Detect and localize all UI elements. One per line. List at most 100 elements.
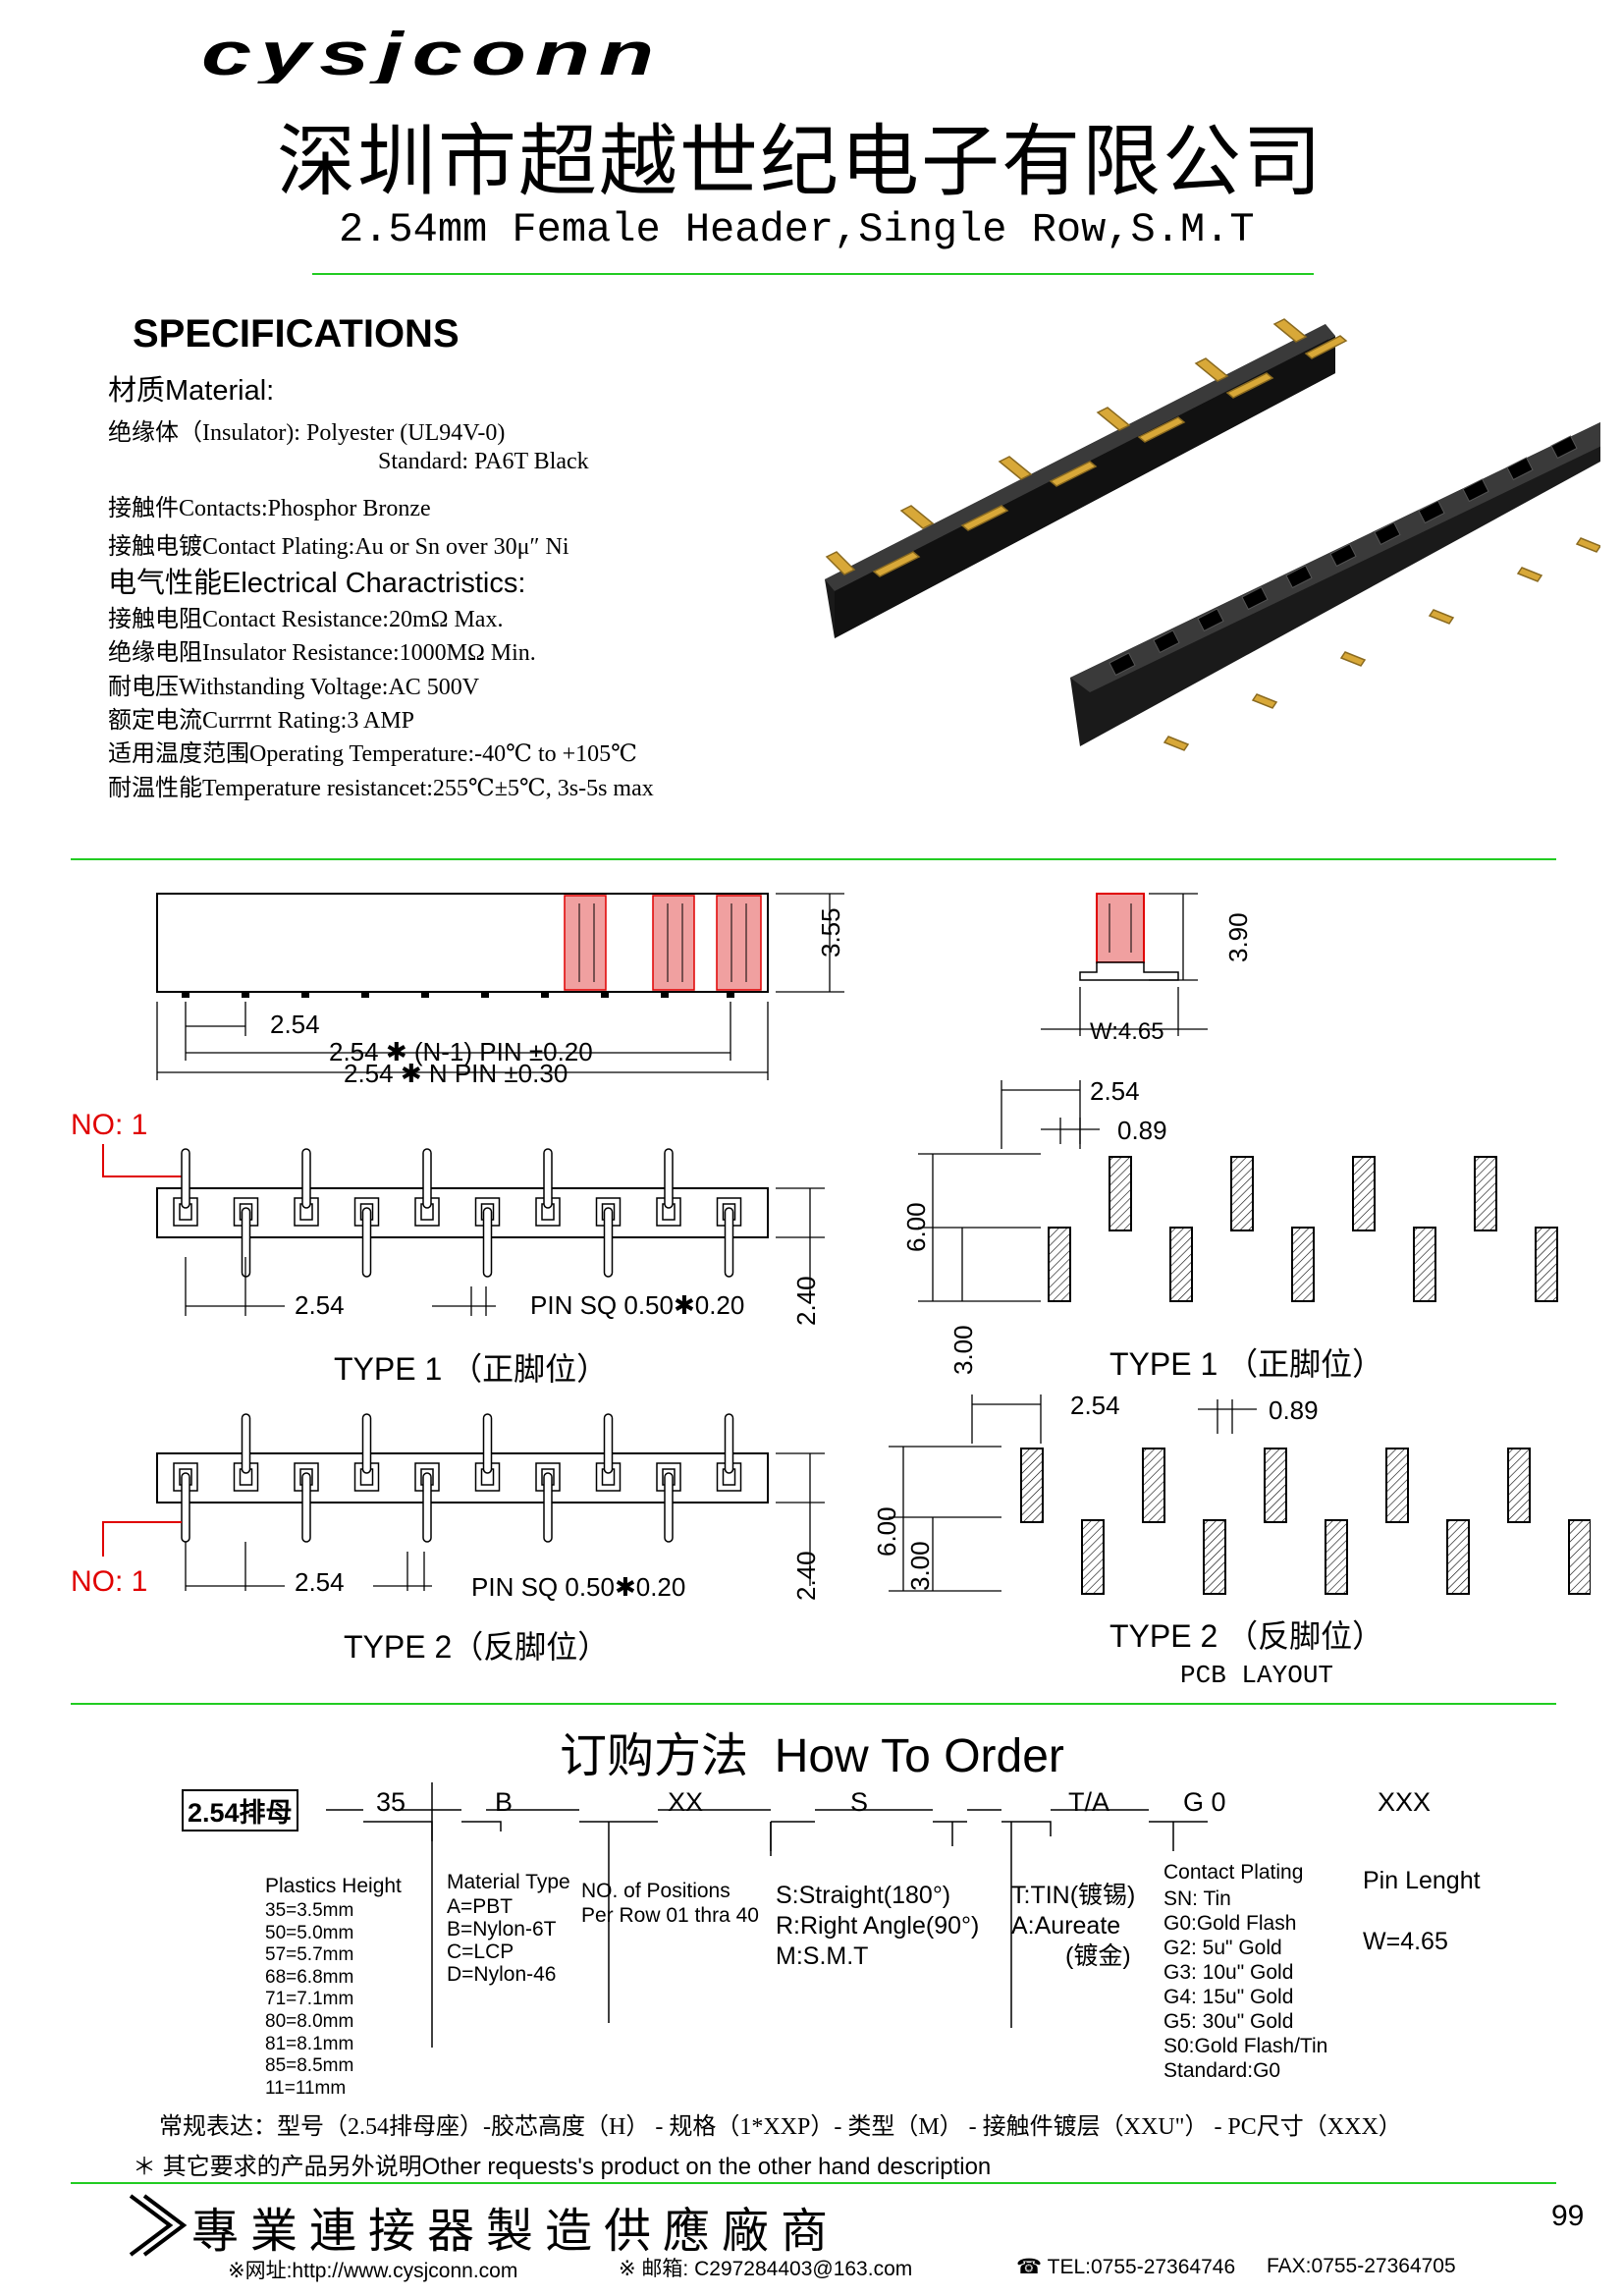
specs-divider [71,858,1556,860]
plating-option: S0:Gold Flash/Tin [1163,2035,1328,2057]
pcb-pad [1169,1227,1193,1302]
code-pcb: XXX [1378,1787,1432,1817]
pcb-pad [1507,1448,1531,1523]
positions-title: NO. of Positions [581,1880,730,1902]
plating-option: G3: 10u" Gold [1163,1961,1294,1984]
code-material: B [495,1787,514,1817]
plating-option: G5: 30u" Gold [1163,2010,1294,2033]
pcb-pad [1142,1448,1165,1523]
pin-length-label: Pin Lenght [1363,1867,1481,1894]
current-rating: 额定电流Currrnt Rating:3 AMP [108,708,415,734]
pin [724,1207,734,1278]
pcb-pad [1385,1448,1409,1523]
other-requests: ＊ 其它要求的产品另外说明Other requests's product on… [133,2154,992,2180]
email[interactable]: ※ 邮箱: C297284403@163.com [619,2258,913,2280]
pin [422,1148,432,1209]
pcb-pad [1325,1519,1348,1595]
dim-2-40-type1: 2.40 [791,1276,821,1326]
svg-text:cysjconn: cysjconn [201,29,663,83]
drawing-divider [71,1703,1556,1705]
operating-temperature: 适用温度范围Operating Temperature:-40℃ to +105… [108,741,638,767]
pin [603,1413,614,1474]
code-plating: G 0 [1183,1787,1226,1817]
type-list: S:Straight(180°) R:Right Angle(90°)M:S.M.… [776,1881,979,1972]
type2-pcb-label: TYPE 2 （反脚位） [1109,1618,1383,1654]
plastic-height-option: 57=5.7mm [265,1944,354,1966]
product-image [825,318,1600,751]
tel-number: TEL:0755-27364746 [1047,2256,1236,2278]
base-plating-option: T:TIN(镀锡) [1011,1882,1136,1909]
dim-2-54-type2: 2.54 [295,1567,345,1597]
telephone: ☎ TEL:0755-27364746 [1016,2255,1235,2279]
pin [361,1413,372,1474]
dim-0-89-pcb2: 0.89 [1269,1395,1319,1425]
dim-n-minus-1: 2.54 ✱ (N-1) PIN ±0.20 [329,1037,593,1066]
order-title-cn: 订购方法 [560,1730,749,1782]
temperature-resistance: 耐温性能Temperature resistancet:255℃±5℃, 3s-… [108,776,654,801]
type-option: M:S.M.T [776,1942,869,1970]
pin [241,1413,251,1474]
regular-expression: 常规表达：型号（2.54排母座）-胶芯高度（H） - 规格（1*XXP）- 类型… [159,2114,1402,2140]
pin [422,1472,432,1543]
order-code-box: 2.54排母 [182,1789,298,1831]
website[interactable]: ※网址:http://www.cysjconn.com [228,2260,518,2282]
contact-resistance: 接触电阻Contact Resistance:20mΩ Max. [108,607,504,632]
pin [482,1207,493,1278]
order-title: 订购方法 How To Order [560,1717,1064,1785]
pcb-pad [1568,1519,1591,1595]
dim-2-40-type2: 2.40 [791,1551,821,1601]
dim-2-54-pcb2: 2.54 [1070,1391,1120,1420]
base-plating-option: (镀金) [1065,1942,1131,1970]
footer-divider [71,2182,1556,2184]
dim-w: W:4.65 [1090,1018,1164,1045]
code-type: S [850,1787,869,1817]
pin-sq-type1: PIN SQ 0.50✱0.20 [530,1290,744,1320]
dim-2-54-pcb1: 2.54 [1090,1076,1140,1106]
base-plating-option: A:Aureate [1011,1912,1121,1940]
pin [181,1148,190,1209]
type-option: R:Right Angle(90°) [776,1912,980,1940]
plastic-height-option: 35=3.5mm [265,1900,354,1921]
plating-option: G4: 15u" Gold [1163,1986,1294,2008]
insulator-line: 绝缘体（Insulator): Polyester (UL94V-0) [108,420,506,446]
dim-3-55: 3.55 [816,907,845,957]
product-title: 2.54mm Female Header,Single Row,S.M.T [339,206,1255,253]
company-name: 深圳市超越世纪电子有限公司 [277,118,1324,205]
type1-label: TYPE 1 （正脚位） [334,1351,608,1387]
material-heading: 材质Material: [108,375,275,407]
pcb-pad [1264,1448,1287,1523]
material-option: D=Nylon-46 [447,1963,557,1986]
pin [664,1472,674,1543]
plating-title: Contact Plating [1163,1861,1304,1884]
no1-label-type1: NO: 1 [71,1109,147,1141]
contact-cavity [716,1462,742,1492]
pcb-pad [1203,1519,1226,1595]
plastic-height-option: 50=5.0mm [265,1922,354,1943]
material-option: C=LCP [447,1941,514,1963]
plating-option: G0:Gold Flash [1163,1912,1297,1935]
dim-3-00-pcb1: 3.00 [948,1325,978,1375]
plastic-height-option: 71=7.1mm [265,1989,354,2010]
type-option: S:Straight(180°) [776,1882,951,1909]
phone-icon: ☎ [1016,2256,1043,2278]
company-logo: cysjconn [201,29,663,83]
dim-2-54-top: 2.54 [270,1010,320,1039]
specs-heading: SPECIFICATIONS [133,312,460,355]
material-option: B=Nylon-6T [447,1918,557,1941]
dim-0-89-pcb1: 0.89 [1117,1116,1167,1145]
plastic-height-option: 81=8.1mm [265,2033,354,2054]
pcb-pad [1020,1448,1044,1523]
insulator-resistance: 绝缘电阻Insulator Resistance:1000MΩ Min. [108,640,536,666]
plastic-height-option: 11=11mm [265,2077,347,2099]
chevron-logo-icon [129,2194,188,2257]
base-plating-list: T:TIN(镀锡) A:Aureate(镀金) [1011,1881,1135,1972]
w-value: W=4.65 [1363,1928,1448,1955]
pin [301,1472,311,1543]
material-title: Material Type [447,1871,570,1893]
pin [181,1472,190,1543]
header-divider [312,273,1314,275]
pcb-pad [1474,1156,1497,1231]
